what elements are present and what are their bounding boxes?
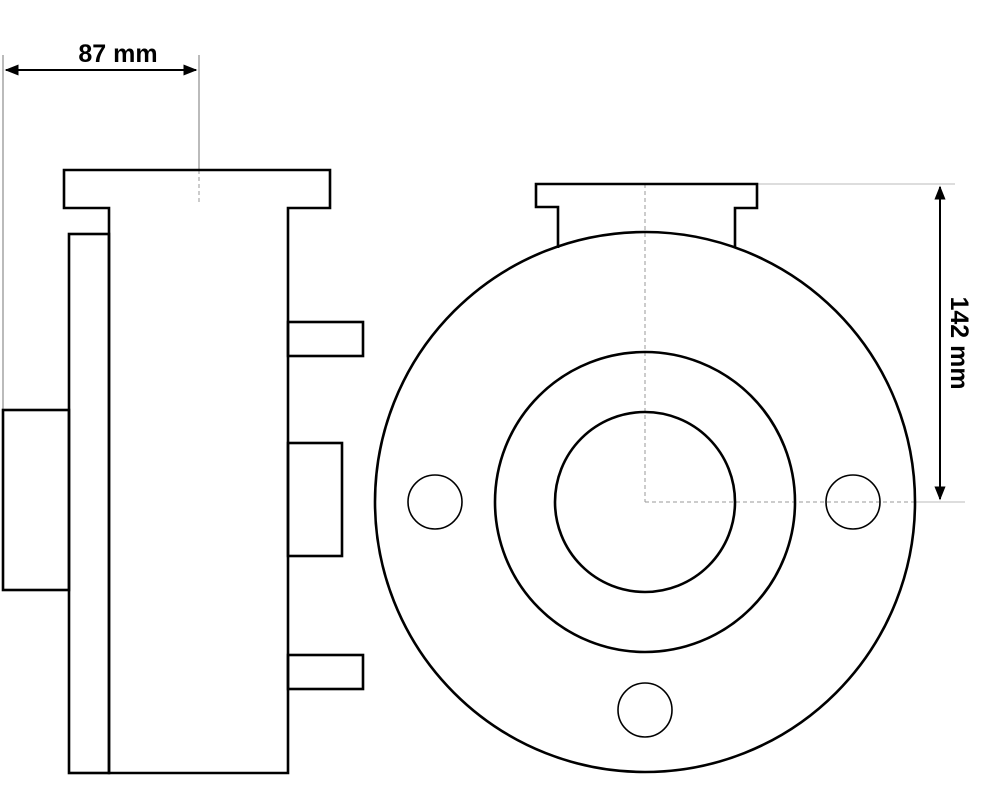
front-view: 142 mm	[373, 182, 973, 774]
upper-stud	[286, 320, 365, 358]
inner-bore	[553, 410, 737, 594]
body-with-top-flange	[62, 168, 332, 775]
back-plate	[67, 232, 111, 775]
bolt-hole-left	[407, 474, 463, 530]
lower-stud	[286, 653, 365, 691]
middle-boss	[286, 441, 344, 558]
rear-boss	[1, 408, 71, 592]
height-dimension-label: 142 mm	[945, 296, 973, 389]
side-view: 87 mm	[1, 40, 365, 775]
top-flange	[534, 182, 759, 248]
middle-ring	[493, 350, 797, 654]
outer-flange-circle	[373, 230, 917, 774]
width-dimension-label: 87 mm	[78, 40, 157, 68]
bolt-hole-bottom	[617, 682, 673, 738]
bolt-hole-right	[825, 474, 881, 530]
